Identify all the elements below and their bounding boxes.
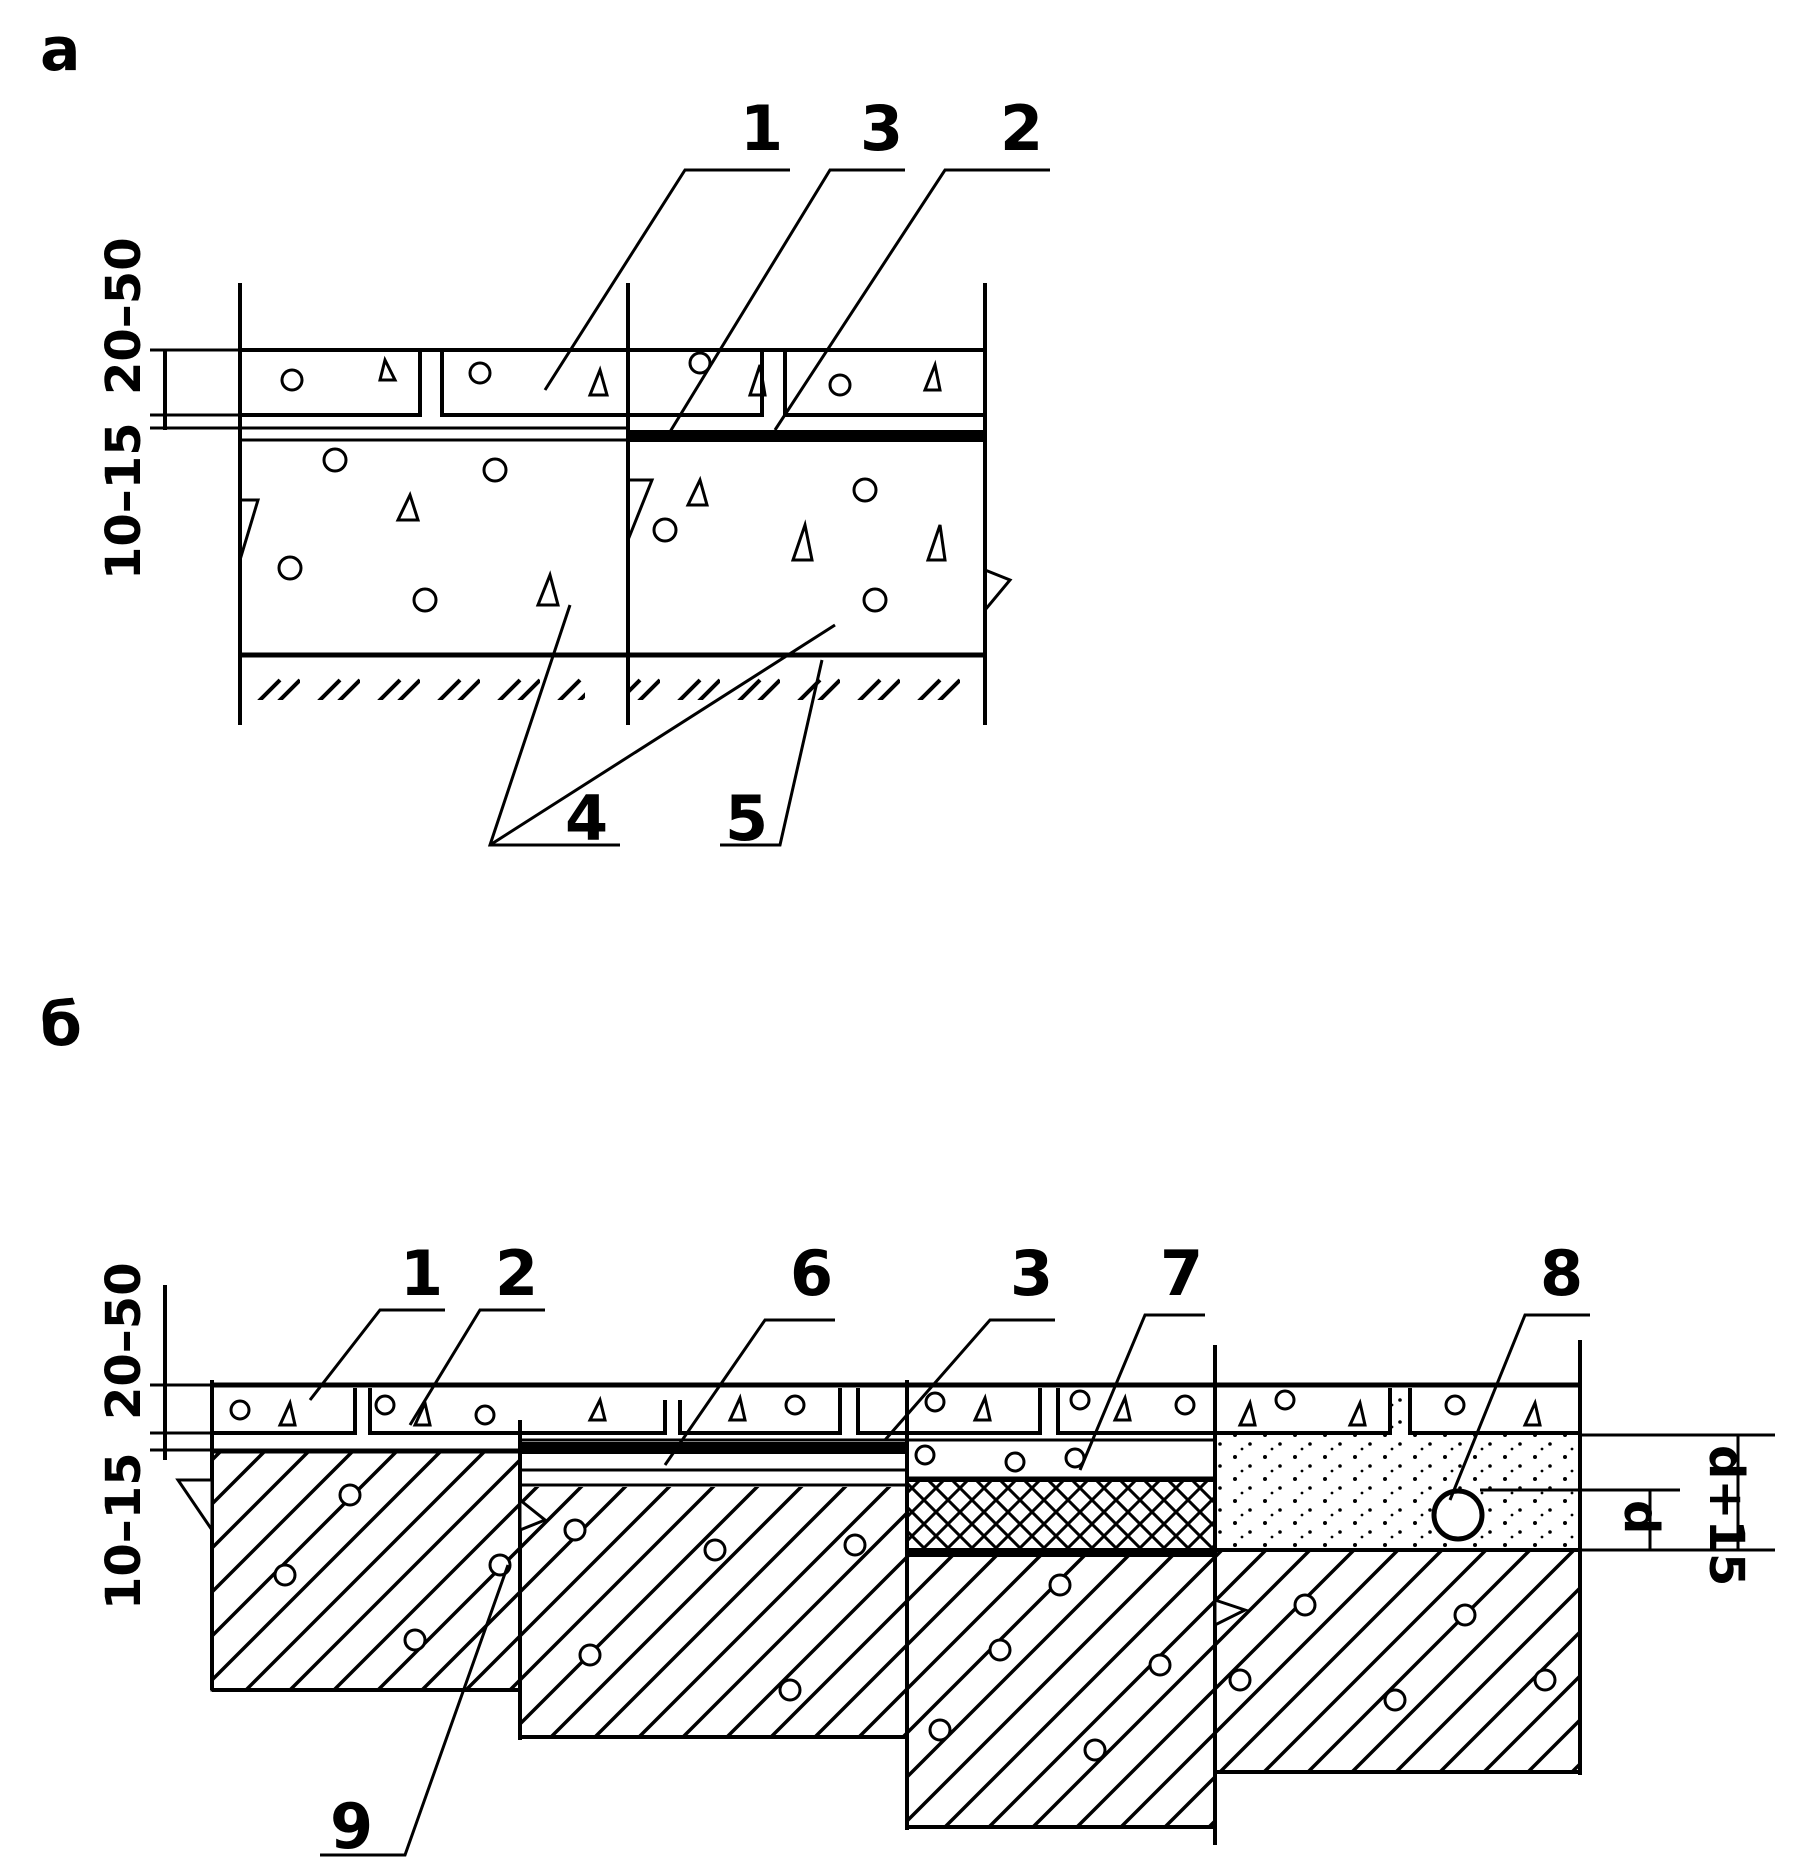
section-b-coating-layer (212, 1388, 1580, 1452)
section-b-dim-d: d (1613, 1500, 1669, 1534)
section-a-callout-5: 5 (725, 782, 768, 855)
section-b-insulation-layer (907, 1480, 1215, 1550)
section-a-soil (240, 652, 985, 700)
section-a-concrete-base (238, 440, 1013, 655)
section-a-label: а (40, 15, 81, 85)
section-b-segment-2-base (518, 1442, 907, 1739)
section-b-leaders (308, 1308, 1590, 1857)
section-b-callout-2: 2 (495, 1237, 538, 1310)
section-b-heating-pipe (1431, 1488, 1485, 1542)
section-b-sand-layer (1215, 1435, 1580, 1550)
section-b-callout-8: 8 (1540, 1237, 1583, 1310)
section-b-dim-bottom: 10–15 (96, 1452, 152, 1610)
section-b-segment-3-base (905, 1444, 1217, 1829)
section-b-callout-3: 3 (1010, 1237, 1053, 1310)
section-b-label: б (40, 990, 82, 1060)
section-b-callout-7: 7 (1160, 1237, 1203, 1310)
section-a-leaders (487, 168, 1050, 847)
section-b-dim-d-plus-15: d+15 (1698, 1445, 1754, 1586)
section-a-coating-layer (240, 348, 985, 442)
section-b-callout-1: 1 (400, 1237, 443, 1310)
section-b-segment-1-base (175, 1450, 522, 1692)
section-b-dim-top: 20–50 (96, 1262, 152, 1420)
section-a: а 20–50 10–15 (40, 15, 1050, 855)
section-a-waterproof-layer (630, 430, 985, 442)
section-a-callout-3: 3 (860, 92, 903, 165)
section-b: б 20–50 10–15 (40, 990, 1775, 1863)
section-b-callout-9: 9 (330, 1790, 373, 1863)
section-b-callout-6: 6 (790, 1237, 833, 1310)
section-b-segment-4-base (1213, 1435, 1580, 1774)
section-a-dim-bottom: 10–15 (96, 422, 152, 580)
section-a-callout-2: 2 (1000, 92, 1043, 165)
section-b-dimension-chain: 20–50 10–15 (96, 1262, 215, 1610)
section-a-dimension-chain: 20–50 10–15 (96, 237, 240, 580)
section-a-callout-1: 1 (740, 92, 783, 165)
section-a-callout-4: 4 (565, 782, 608, 855)
section-a-dim-top: 20–50 (96, 237, 152, 395)
section-b-waterproof-layer (522, 1442, 907, 1454)
section-b-right-dimension: d d+15 (1480, 1433, 1775, 1586)
